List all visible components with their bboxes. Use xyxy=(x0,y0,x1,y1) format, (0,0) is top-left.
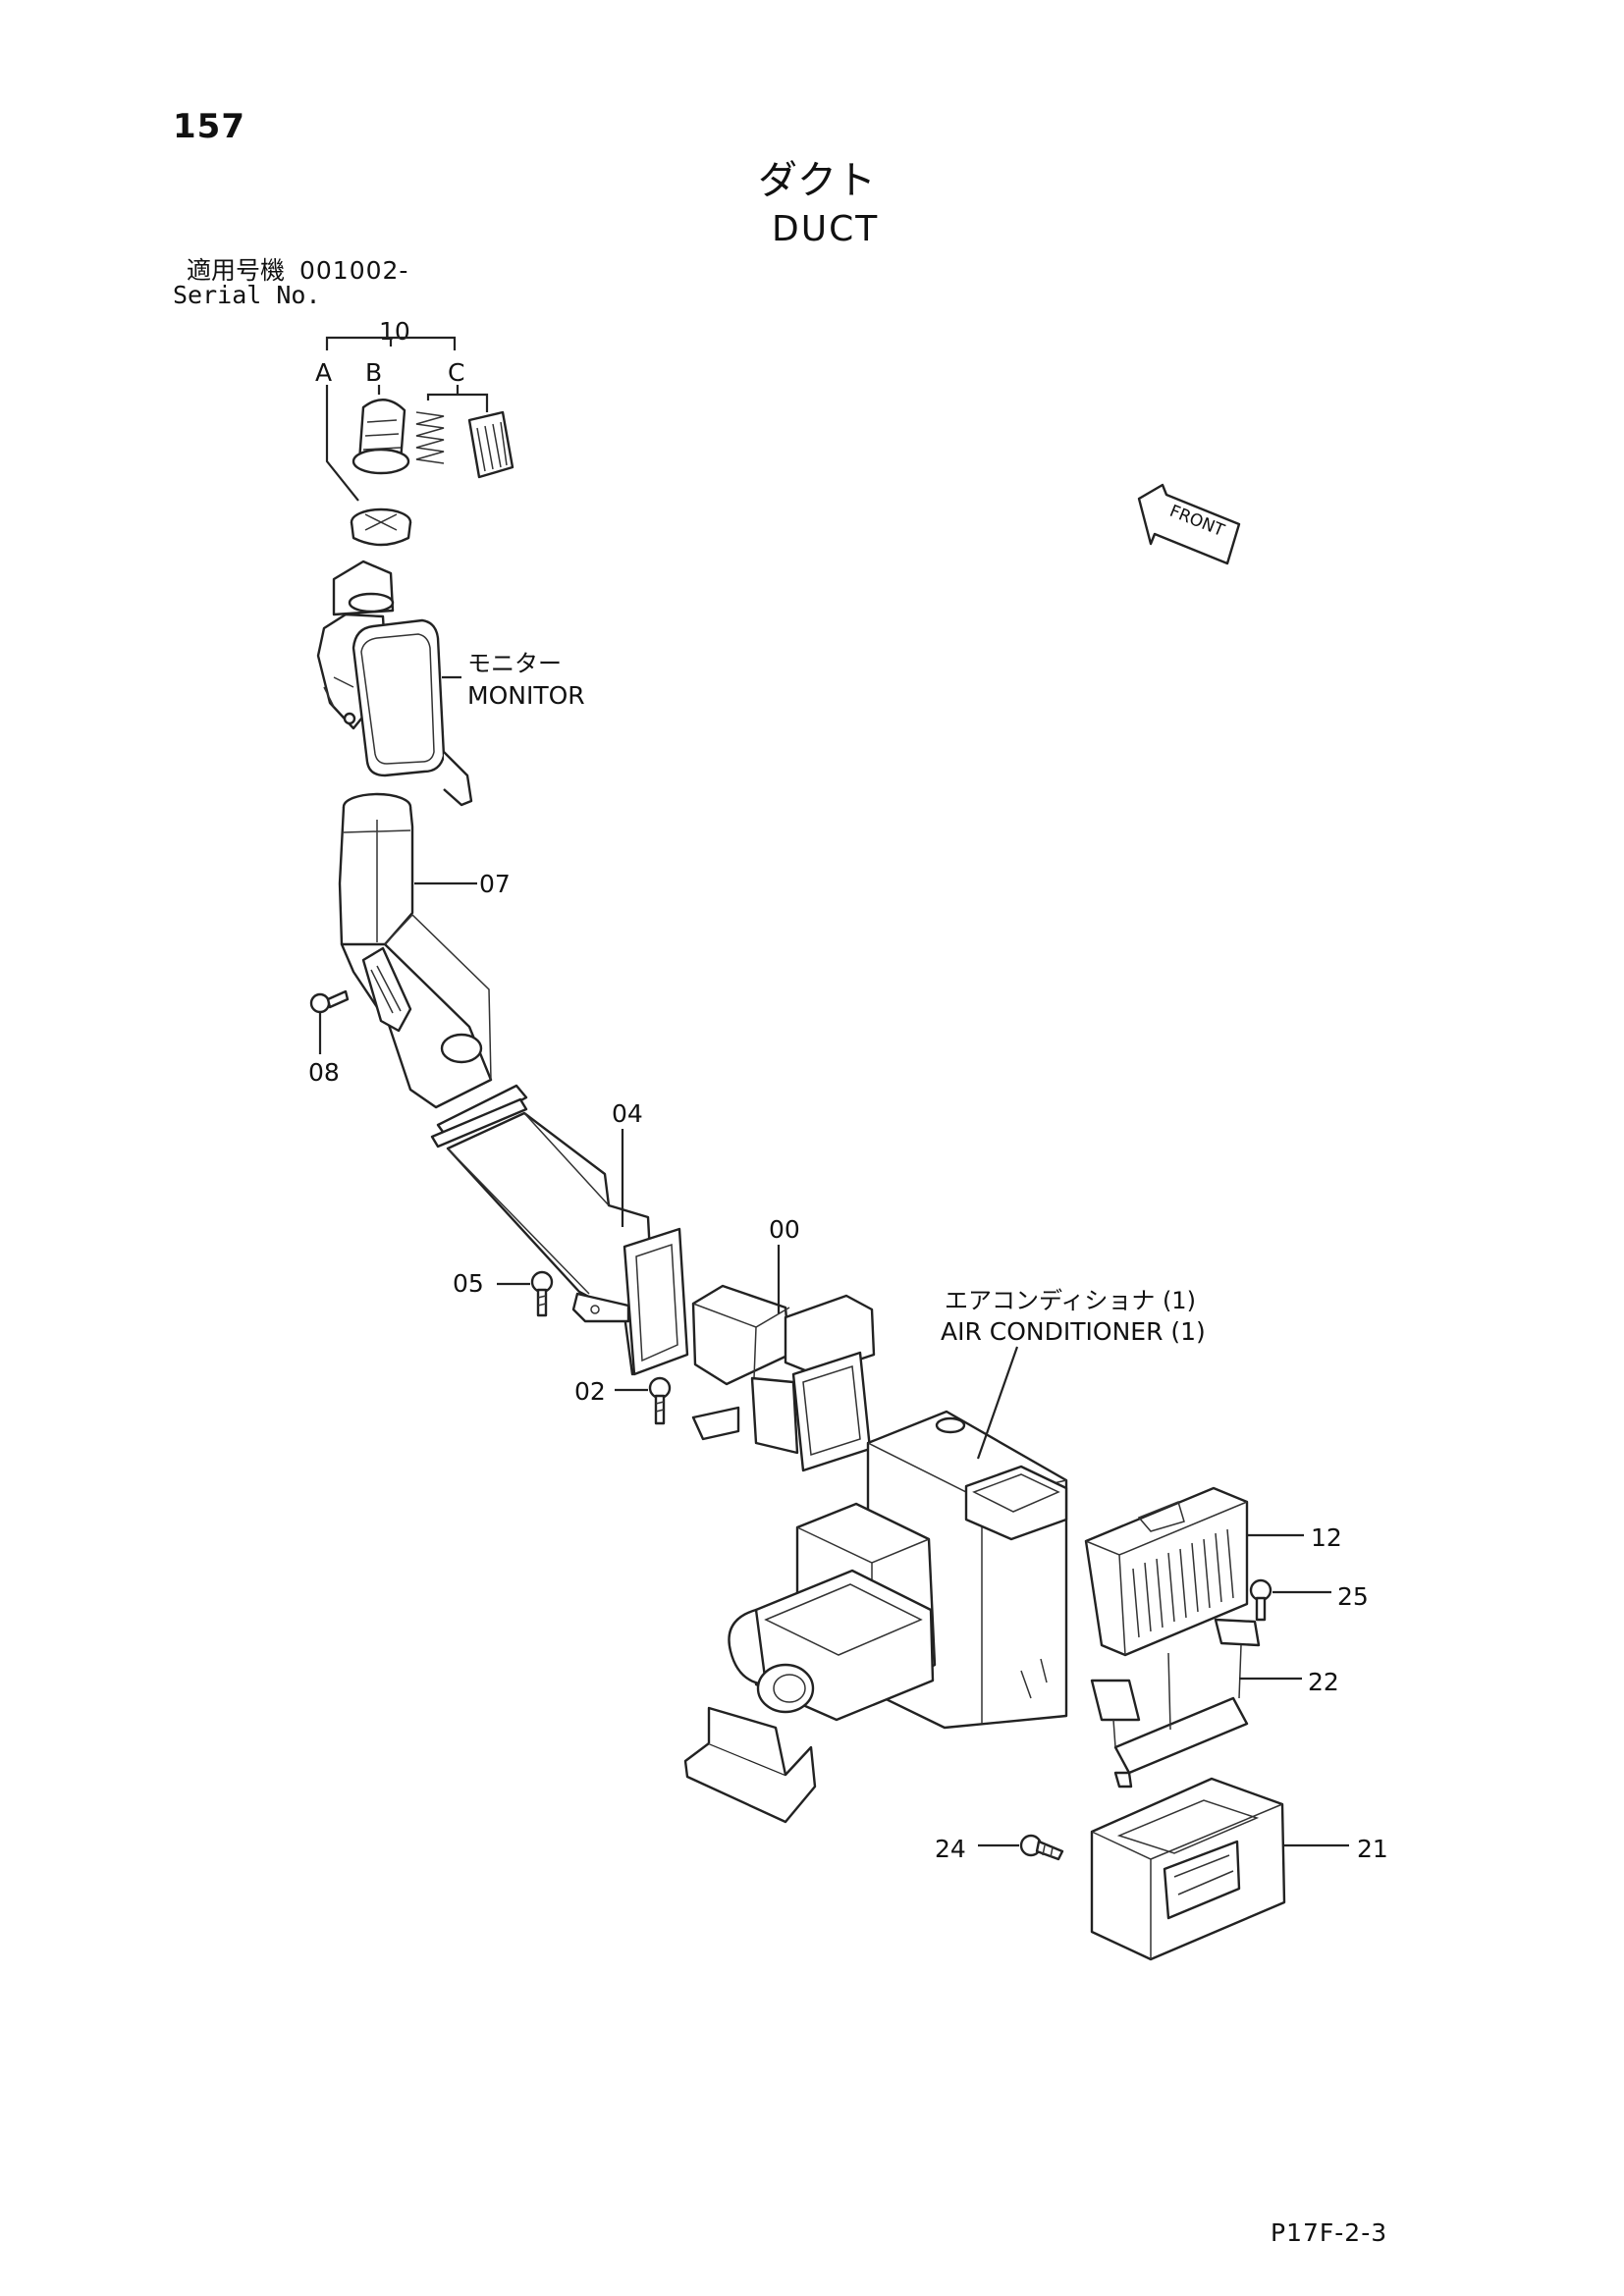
callout-02: 02 xyxy=(574,1377,606,1406)
callout-05: 05 xyxy=(453,1269,484,1298)
page-number: 157 xyxy=(173,107,245,146)
serial-value: 001002- xyxy=(299,256,409,285)
duct-gasket xyxy=(430,1084,528,1148)
aircon-label-en: AIR CONDITIONER (1) xyxy=(941,1317,1206,1346)
duct-adapter-part xyxy=(691,1284,876,1472)
bolt-05 xyxy=(530,1270,554,1317)
duct-bracket xyxy=(361,946,412,1033)
bolt-25 xyxy=(1249,1578,1272,1622)
callout-24: 24 xyxy=(935,1835,966,1863)
callout-07: 07 xyxy=(479,870,511,898)
air-conditioner-unit xyxy=(683,1410,1068,1824)
page-title-en: DUCT xyxy=(772,209,880,249)
bolt-08 xyxy=(309,989,350,1014)
callout-08: 08 xyxy=(308,1058,340,1087)
monitor-assembly xyxy=(316,560,473,807)
aircon-leader xyxy=(976,1346,1019,1460)
grille-part xyxy=(467,410,514,479)
serial-label-en: Serial No. xyxy=(173,281,321,309)
vent-ring-part xyxy=(350,507,412,547)
vent-louver-part xyxy=(352,399,410,475)
front-arrow-icon: FRONT xyxy=(1137,483,1241,565)
spring-part xyxy=(415,411,445,464)
callout-12: 12 xyxy=(1311,1523,1342,1552)
upper-duct-part xyxy=(338,792,493,1109)
callout-00: 00 xyxy=(769,1215,800,1244)
lower-duct-part xyxy=(446,1111,689,1376)
callout-a: A xyxy=(315,358,333,387)
bolt-24 xyxy=(1019,1834,1064,1861)
callout-c: C xyxy=(448,358,465,387)
callout-25: 25 xyxy=(1337,1582,1369,1611)
cover-case-part xyxy=(1090,1777,1286,1961)
bolt-02 xyxy=(648,1376,672,1425)
page-title-jp: ダクト xyxy=(758,158,876,203)
callout-04: 04 xyxy=(612,1099,643,1128)
callout-10: 10 xyxy=(379,317,410,346)
monitor-label-jp: モニター xyxy=(467,650,562,677)
callout-21: 21 xyxy=(1357,1835,1388,1863)
filter-bracket-part xyxy=(1090,1618,1261,1789)
monitor-label-en: MONITOR xyxy=(467,681,585,710)
callout-22: 22 xyxy=(1308,1668,1339,1696)
filter-part xyxy=(1084,1486,1249,1657)
serial-label-jp: 適用号機 xyxy=(187,256,286,285)
aircon-label-jp: エアコンディショナ (1) xyxy=(945,1287,1196,1314)
callout-b: B xyxy=(365,358,383,387)
callout-10-bracket xyxy=(325,336,489,502)
footer-code: P17F-2-3 xyxy=(1271,2218,1388,2247)
